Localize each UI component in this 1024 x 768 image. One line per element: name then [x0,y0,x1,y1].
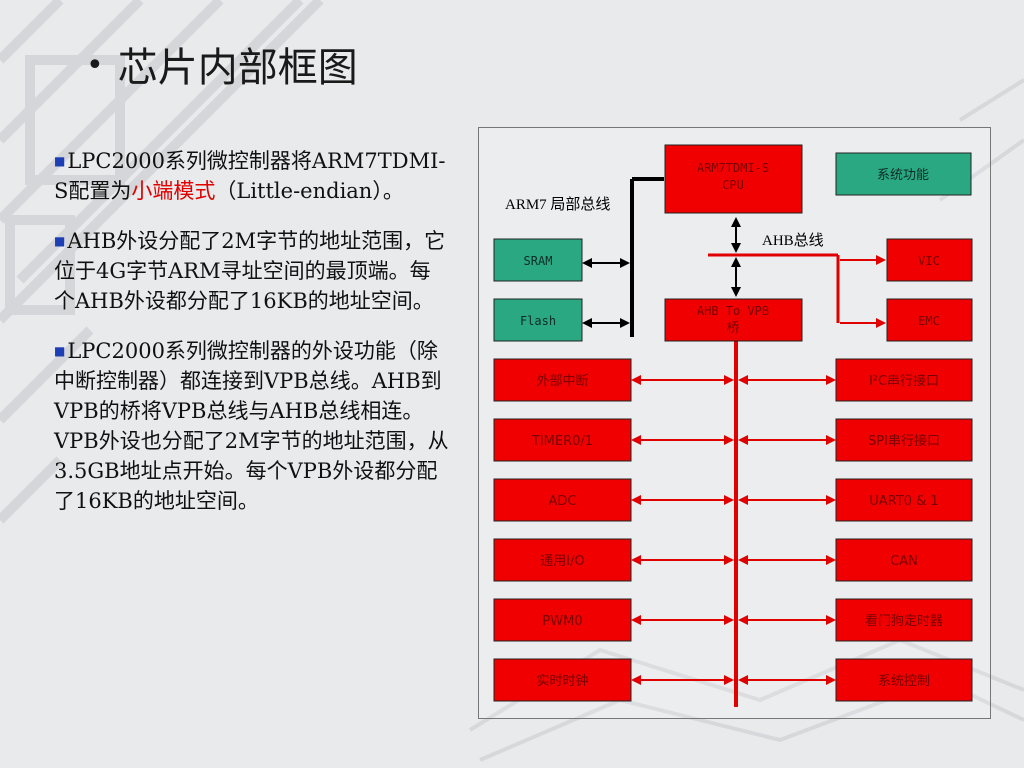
peripheral-block-left: TIMER0/1 [493,418,632,462]
bullet-item: ■LPC2000系列微控制器的外设功能（除中断控制器）都连接到VPB总线。AHB… [54,336,449,516]
bullet-highlight: 小端模式 [131,179,216,203]
bullet-text-tail: （Little-endian）。 [215,179,404,203]
vic-block: VIC [886,238,973,282]
peripheral-label: 外部中断 [536,374,588,389]
system-function-block: 系统功能 [835,152,972,196]
block-diagram: ARM7 局部总线 AHB总线 ARM7TDMI-S CPU 系统功能 SRAM… [493,144,973,707]
arm7-bus-label: ARM7 局部总线 [505,196,610,213]
peripheral-block-right: CAN [835,538,973,582]
peripheral-block-rect [835,478,973,522]
cpu-block: ARM7TDMI-S CPU [664,144,803,214]
bullet-text: LPC2000系列微控制器的外设功能（除中断控制器）都连接到VPB总线。AHB到… [54,339,449,513]
bullet-square-icon: ■ [54,154,66,168]
peripheral-block-rect [493,538,632,582]
bullet-square-icon: ■ [54,234,66,248]
ahb-vpb-bridge-block: AHB To VPB 桥 [664,298,803,342]
peripheral-label: 看门狗定时器 [865,613,943,629]
peripheral-label: ADC [549,494,577,509]
sram-label: SRAM [524,254,553,268]
system-function-label: 系统功能 [877,168,929,183]
peripheral-label: I²C串行接口 [869,373,939,389]
peripheral-block-rect [835,538,973,582]
peripheral-block-rect [493,658,632,702]
peripheral-block-left: 通用I/O [493,538,632,582]
peripheral-block-right: 系统控制 [835,658,973,702]
peripheral-block-rect [493,478,632,522]
peripheral-block-rect [493,358,632,402]
cpu-label-line2: CPU [722,178,744,192]
peripheral-block-rect [835,598,973,642]
peripheral-block-left: 外部中断 [493,358,632,402]
peripheral-block-left: 实时时钟 [493,658,632,702]
peripheral-block-right: 看门狗定时器 [835,598,973,642]
peripheral-block-rect [835,358,973,402]
peripheral-label: SPI串行接口 [868,433,940,449]
peripheral-block-left: PWM0 [493,598,632,642]
bullet-item: ■LPC2000系列微控制器将ARM7TDMI-S配置为小端模式（Little-… [54,146,449,206]
peripheral-block-right: I²C串行接口 [835,358,973,402]
peripheral-block-rect [493,418,632,462]
bridge-label-line1: AHB To VPB [697,304,769,318]
bullet-text: LPC2000系列微控制器将ARM7TDMI-S配置为 [54,149,446,203]
bullet-square-icon: ■ [54,344,66,358]
title-text: 芯片内部框图 [117,45,358,91]
peripheral-label: CAN [890,554,918,569]
peripheral-block-right: SPI串行接口 [835,418,973,462]
flash-block: Flash [493,298,583,342]
title-bullet: • [86,48,104,83]
sram-block: SRAM [493,238,583,282]
vic-label: VIC [918,254,940,268]
bullet-text: AHB外设分配了2M字节的地址范围，它位于4G字节ARM寻址空间的最顶端。每个A… [54,229,446,313]
peripheral-label: 实时时钟 [536,673,588,689]
peripheral-block-left: ADC [493,478,632,522]
peripheral-block-rect [835,418,973,462]
flash-label: Flash [520,314,556,328]
peripheral-label: 系统控制 [878,674,930,689]
peripheral-block-rect [835,658,973,702]
cpu-label-line1: ARM7TDMI-S [697,161,769,175]
peripheral-label: UART0 & 1 [869,494,938,509]
emc-block: EMC [886,298,973,342]
bullet-item: ■AHB外设分配了2M字节的地址范围，它位于4G字节ARM寻址空间的最顶端。每个… [54,226,449,316]
peripheral-block-right: UART0 & 1 [835,478,973,522]
bridge-label-line2: 桥 [726,321,739,336]
slide-title: • 芯片内部框图 [86,48,358,88]
peripheral-label: 通用I/O [540,554,584,569]
peripheral-block-rect [493,598,632,642]
emc-label: EMC [918,314,940,328]
peripheral-label: PWM0 [542,614,582,629]
ahb-bus-label: AHB总线 [762,232,824,249]
peripheral-label: TIMER0/1 [531,434,593,449]
vpb-peripheral-arrows [631,375,836,685]
bullet-list: ■LPC2000系列微控制器将ARM7TDMI-S配置为小端模式（Little-… [54,146,449,536]
